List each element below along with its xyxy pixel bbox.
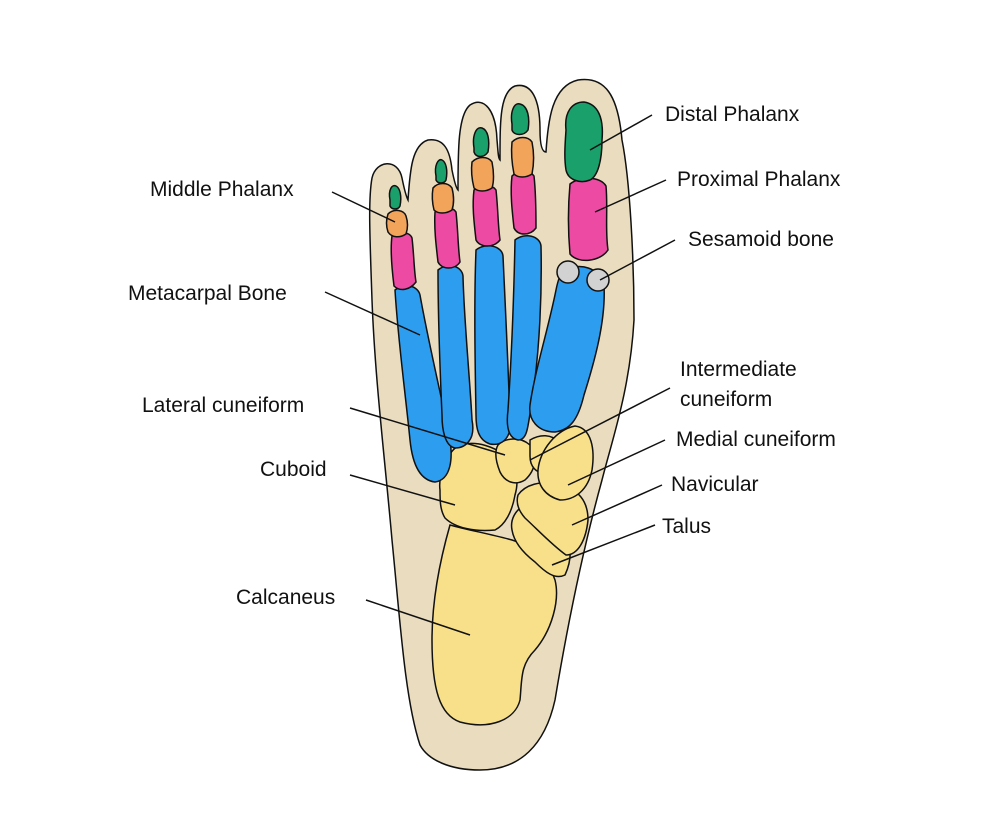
leader-calcaneus <box>365 599 471 636</box>
middle-phalanx-4 <box>431 182 455 214</box>
proximal-phalanx-4 <box>434 206 461 269</box>
leader-middle-phalanx <box>331 191 396 223</box>
leader-intermediate-cuneiform <box>529 387 671 461</box>
label-cuboid: Cuboid <box>260 458 327 481</box>
leader-talus <box>551 524 656 566</box>
metatarsal-5 <box>394 284 452 483</box>
label-calcaneus: Calcaneus <box>236 586 336 609</box>
leader-medial-cuneiform <box>567 439 666 486</box>
leader-navicular <box>571 484 663 526</box>
middle-phalanx-5 <box>385 209 409 238</box>
sesamoid-bone-medial <box>586 268 610 292</box>
metatarsal-3 <box>474 244 511 446</box>
label-intermediate-cuneiform-line1: Intermediate <box>680 358 797 381</box>
proximal-phalanx-3 <box>472 184 501 247</box>
proximal-phalanx-1 <box>567 177 609 262</box>
leader-lateral-cuneiform <box>349 407 506 456</box>
middle-phalanx-2 <box>510 136 535 178</box>
leader-sesamoid-bone <box>599 239 676 281</box>
distal-phalanx-4 <box>434 158 448 184</box>
sesamoid-bone-lateral <box>556 260 580 284</box>
medial-cuneiform-bone <box>537 425 594 501</box>
leader-lines <box>324 114 676 636</box>
distal-phalanx-5 <box>388 184 402 210</box>
distal-phalanx-3 <box>472 127 490 158</box>
proximal-phalanx-2 <box>510 170 537 235</box>
metatarsal-4 <box>437 264 474 449</box>
leader-distal-phalanx <box>589 114 653 151</box>
distal-phalanx-1 <box>564 101 604 183</box>
label-navicular: Navicular <box>671 473 759 496</box>
label-distal-phalanx: Distal Phalanx <box>665 103 800 126</box>
label-middle-phalanx: Middle Phalanx <box>150 178 294 201</box>
leader-cuboid <box>349 474 456 506</box>
distal-phalanx-2 <box>510 103 530 136</box>
middle-phalanx-3 <box>470 156 495 192</box>
label-metacarpal-bone: Metacarpal Bone <box>128 282 287 305</box>
label-proximal-phalanx: Proximal Phalanx <box>677 168 841 191</box>
label-talus: Talus <box>662 515 712 538</box>
label-lateral-cuneiform: Lateral cuneiform <box>142 394 305 417</box>
label-medial-cuneiform: Medial cuneiform <box>676 428 836 451</box>
proximal-phalanx-5 <box>390 231 417 291</box>
leader-metacarpal-bone <box>324 291 421 336</box>
leader-proximal-phalanx <box>594 179 667 213</box>
label-intermediate-cuneiform-line2: cuneiform <box>680 388 773 411</box>
label-sesamoid-bone: Sesamoid bone <box>688 228 834 251</box>
